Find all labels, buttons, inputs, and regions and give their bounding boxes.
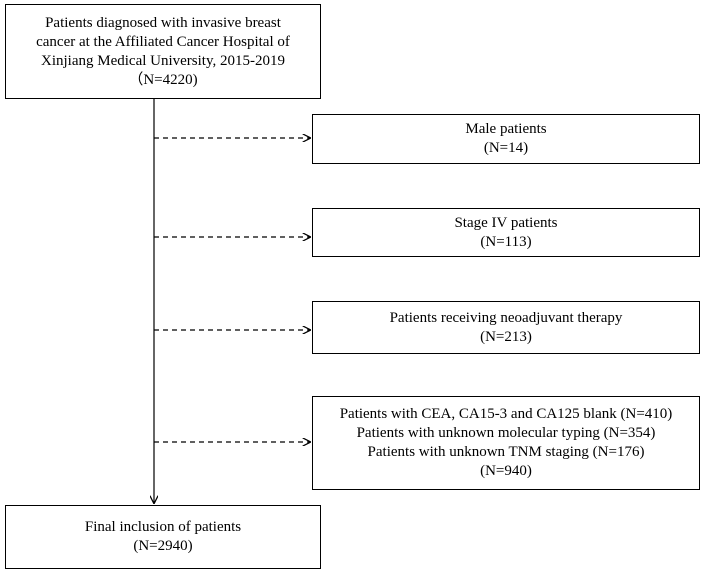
exclusion-label: Male patients	[465, 121, 547, 137]
final-inclusion-label: Final inclusion of patients	[84, 519, 242, 535]
exclusion-box-stage-iv: Stage IV patients (N=113)	[312, 208, 700, 257]
exclusion-box-missing-data: Patients with CEA, CA15-3 and CA125 blan…	[312, 396, 700, 490]
initial-cohort-line: Xinjiang Medical University, 2015-2019	[41, 52, 285, 69]
exclusion-box-neoadjuvant: Patients receiving neoadjuvant therapy (…	[312, 301, 700, 354]
exclusion-label: Patients with unknown molecular typing (…	[356, 425, 656, 441]
initial-cohort-line: cancer at the Affiliated Cancer Hospital…	[36, 33, 290, 50]
exclusion-count: (N=213)	[480, 328, 532, 345]
initial-cohort-line: Patients diagnosed with invasive breast	[45, 14, 281, 31]
exclusion-label: Stage IV patients	[454, 214, 558, 231]
exclusion-count: (N=14)	[483, 140, 529, 156]
exclusion-count: (N=940)	[480, 463, 532, 479]
exclusion-box-male: Male patients (N=14)	[312, 114, 700, 164]
initial-cohort-count: （N=4220)	[128, 71, 198, 88]
final-inclusion-count: (N=2940)	[133, 538, 193, 554]
exclusion-label: Patients receiving neoadjuvant therapy	[389, 309, 623, 326]
exclusion-count: (N=113)	[480, 233, 532, 250]
final-inclusion-box: Final inclusion of patients (N=2940)	[5, 505, 321, 569]
exclusion-label: Patients with CEA, CA15-3 and CA125 blan…	[339, 406, 673, 422]
exclusion-label: Patients with unknown TNM staging (N=176…	[367, 444, 645, 460]
initial-cohort-box: Patients diagnosed with invasive breast …	[5, 4, 321, 99]
